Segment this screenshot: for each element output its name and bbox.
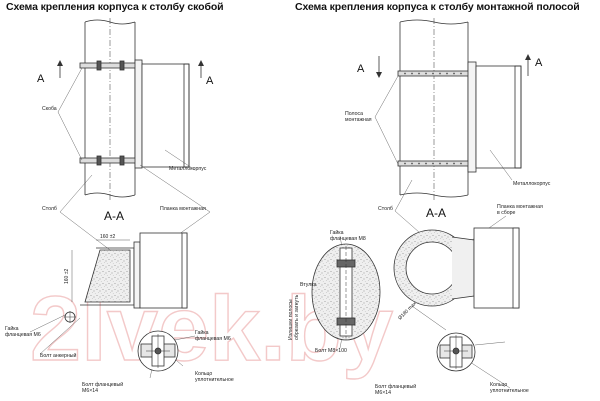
right-bolt-detail — [311, 243, 381, 341]
right-dim-dia: Ø180 max — [397, 301, 418, 322]
left-label-nut-a: Гайка — [5, 325, 19, 332]
left-leaders — [29, 67, 211, 379]
right-label-nut-b: фланцевая М8 — [330, 236, 366, 242]
right-label-nut-a: Гайка — [330, 229, 344, 236]
right-label-bolt: Болт М8×100 — [315, 348, 347, 354]
right-section-mark-a1: А — [357, 63, 365, 75]
left-label-nut2-a: Гайка — [195, 329, 209, 336]
right-label-note-b: обрезать и загнуть — [294, 294, 300, 340]
right-label-fbolt-b: М6×14 — [375, 390, 391, 396]
right-section-mark-a2: А — [535, 57, 543, 69]
left-section-title: А-А — [104, 209, 124, 223]
left-label-fbolt-b: М6×14 — [82, 388, 98, 394]
right-label-strip-a: Полоса — [345, 111, 363, 117]
right-label-pole: Столб — [378, 206, 393, 212]
left-label-fbolt-a: Болт фланцевый — [82, 381, 123, 388]
title-left: Схема крепления корпуса к столбу скобой — [6, 1, 224, 13]
right-label-plank-a: Планка монтажная — [497, 204, 543, 210]
right-section-view — [393, 227, 520, 331]
left-label-housing: Металлокорпус — [169, 166, 207, 172]
right-label-housing: Металлокорпус — [513, 181, 551, 187]
right-detail — [436, 332, 476, 372]
left-front-view — [59, 18, 202, 200]
left-section-mark-a1: А — [37, 73, 45, 85]
left-detail — [137, 330, 179, 372]
left-label-nut2-b: фланцевая М6 — [195, 336, 231, 342]
left-label-plank: Планка монтажная — [160, 206, 206, 212]
right-label-plank-b: в сборе — [497, 210, 516, 216]
right-label-sleeve: Втулка — [300, 282, 317, 288]
title-right: Схема крепления корпуса к столбу монтажн… — [295, 1, 580, 13]
right-label-note-a: Излишки полосы — [288, 299, 294, 340]
left-section-view — [64, 232, 188, 323]
left-section-mark-a2: А — [206, 75, 214, 87]
left-label-ring-b: уплотнительное — [195, 377, 234, 383]
left-label-nut-b: фланцевая М6 — [5, 332, 41, 338]
left-label-pole: Столб — [42, 206, 57, 212]
left-dim-width: 160 ±2 — [100, 234, 115, 240]
left-label-anchor: Болт анкерный — [40, 352, 76, 359]
right-front-view — [378, 18, 529, 200]
left-label-ring-a: Кольцо — [195, 371, 212, 377]
right-label-ring-b: уплотнительное — [490, 388, 529, 394]
left-dim-height: 160 ±2 — [64, 269, 70, 284]
right-label-strip-b: монтажная — [345, 117, 372, 123]
right-label-fbolt-a: Болт фланцевый — [375, 383, 416, 390]
right-label-ring-a: Кольцо — [490, 382, 507, 388]
left-label-bracket: Скоба — [42, 106, 57, 112]
right-strip-holes — [404, 72, 462, 165]
right-section-title: А-А — [426, 206, 446, 220]
